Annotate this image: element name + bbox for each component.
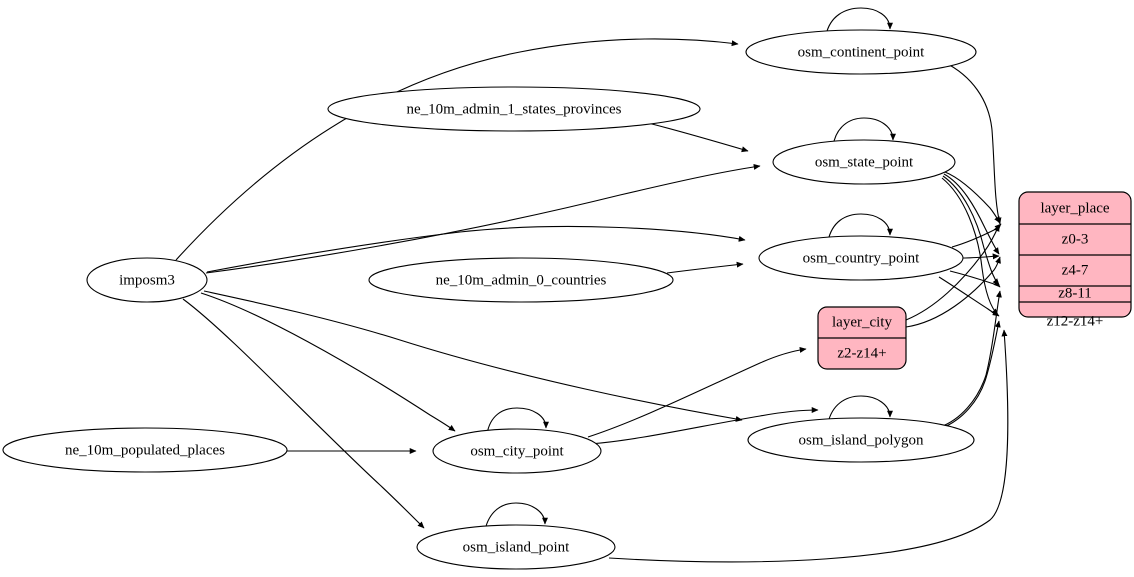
edge-ne_admin_0_countries-to-osm_country_point [666,261,744,274]
node-osm_island_point[interactable]: osm_island_point [416,524,616,570]
edge-ne_states_provinces-to-osm_state_point [647,122,749,153]
node-layer: imposm3 ne_10m_admin_1_states_provinces … [2,29,977,570]
node-label-imposm3: imposm3 [119,272,175,288]
edge-osm_state_point-to-layer_place-z0-3 [944,171,1001,224]
node-imposm3[interactable]: imposm3 [86,257,208,303]
edge-self-loop-osm_city_point [486,407,549,435]
edge-imposm3-to-osm_island_polygon [203,290,743,422]
edge-imposm3-to-osm_state_point [205,163,761,274]
edge-imposm3-to-osm_continent_point [175,38,739,261]
record-row-layer_place-z0-3[interactable]: z0-3 [1062,231,1089,247]
edge-self-loop-osm_island_point [484,502,548,531]
node-osm_island_polygon[interactable]: osm_island_polygon [747,417,975,463]
node-label-ne_10m_populated_places: ne_10m_populated_places [65,442,225,458]
node-label-osm_state_point: osm_state_point [815,154,914,170]
edge-imposm3-to-osm_country_point [206,225,746,273]
edge-self-loop-osm_country_point [827,213,893,242]
edge-layer [175,7,1009,563]
edge-osm_island_point-to-layer_place-z12-z14 [608,329,1009,563]
node-label-ne_10m_admin_1_states_provinces: ne_10m_admin_1_states_provinces [407,101,622,117]
node-ne_10m_admin_1_states_provinces[interactable]: ne_10m_admin_1_states_provinces [327,86,701,132]
record-row-layer_place-title: layer_place [1040,200,1109,216]
record-row-layer_place-z8-11[interactable]: z8-11 [1058,285,1092,301]
edge-imposm3-to-osm_island_point [182,298,425,529]
record-node-layer_city[interactable]: layer_city z2-z14+ [817,306,907,370]
node-label-ne_10m_admin_0_countries: ne_10m_admin_0_countries [436,272,607,288]
node-osm_country_point[interactable]: osm_country_point [758,235,964,281]
edge-layer_city-to-layer_place-z0-3 [905,224,1000,321]
node-ne_10m_admin_0_countries[interactable]: ne_10m_admin_0_countries [368,257,674,303]
node-label-osm_continent_point: osm_continent_point [798,44,925,60]
edge-osm_state_point-to-layer_place-z4-7 [943,173,1000,255]
edge-osm_island_polygon-to-layer_place-z12-z14 [941,320,1001,429]
record-row-layer_place-z4-7[interactable]: z4-7 [1062,262,1089,278]
edge-imposm3-to-osm_city_point [200,292,456,432]
edge-osm_country_point-to-layer_place-z4-7 [962,253,1000,260]
node-ne_10m_populated_places[interactable]: ne_10m_populated_places [2,427,288,473]
edge-self-loop-osm_state_point [832,117,896,147]
record-node-layer_place[interactable]: layer_place z0-3 z4-7 z8-11 z12-z14+ [1018,191,1132,329]
edge-layer_city-to-layer_place-z4-7 [905,256,1001,328]
edge-self-loop-osm_island_polygon [827,395,893,424]
edge-osm_state_point-to-layer_place-z8-11 [942,175,1000,286]
record-row-layer_place-z12-z14[interactable]: z12-z14+ [1047,313,1104,329]
node-label-osm_city_point: osm_city_point [470,443,564,459]
node-osm_continent_point[interactable]: osm_continent_point [745,29,977,75]
edge-self-loop-osm_continent_point [825,7,893,36]
node-label-osm_island_point: osm_island_point [463,539,571,555]
record-row-layer_city-z2-z14[interactable]: z2-z14+ [837,345,886,361]
edge-osm_city_point-to-layer_city-z2-z14 [587,346,807,438]
node-label-osm_country_point: osm_country_point [803,250,920,266]
edge-osm_continent_point-to-layer_place-z0-3 [943,61,1002,225]
edge-osm_city_point-to-osm_island_polygon [589,406,819,445]
edge-osm_state_point-to-layer_place-z12-z14 [941,177,999,316]
edge-osm_country_point-to-layer_place-z8-11 [949,270,1001,288]
record-row-layer_city-title: layer_city [832,314,892,330]
edge-osm_island_polygon-to-layer_place-z8-11 [939,290,1002,428]
node-osm_state_point[interactable]: osm_state_point [772,139,956,185]
node-label-osm_island_polygon: osm_island_polygon [798,432,924,448]
node-osm_city_point[interactable]: osm_city_point [432,428,602,474]
